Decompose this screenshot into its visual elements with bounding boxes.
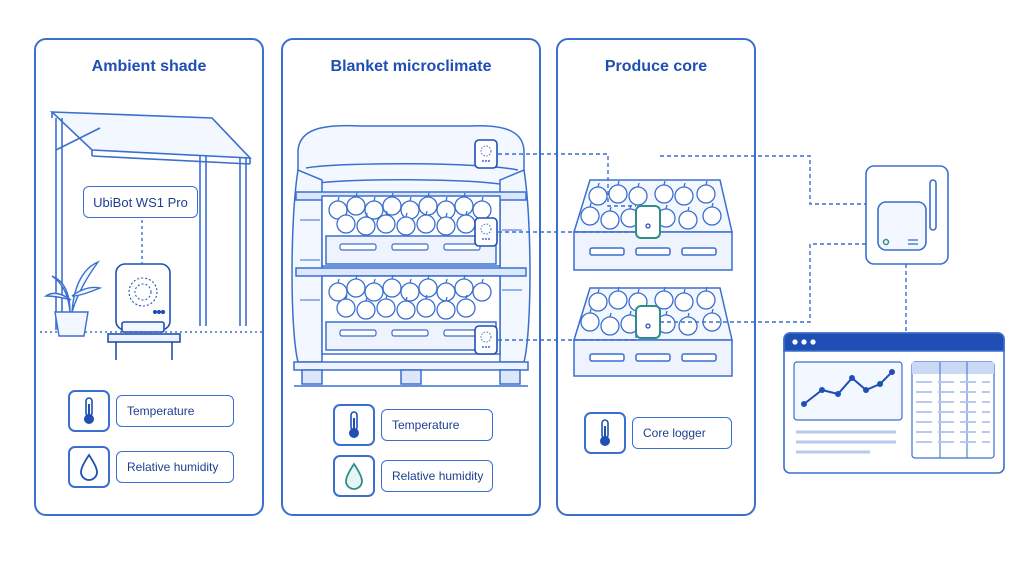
- crate-slots: [339, 243, 481, 337]
- device-label: UbiBot WS1 Pro: [83, 186, 198, 218]
- legend-ambient-humidity: Relative humidity: [68, 446, 234, 488]
- apples-upper-crate: [328, 192, 492, 236]
- dashboard-window: [783, 332, 1005, 474]
- droplet-icon: [68, 446, 110, 488]
- legend-label: Relative humidity: [381, 460, 493, 492]
- legend-blanket-temperature: Temperature: [333, 404, 493, 446]
- legend-label: Temperature: [116, 395, 234, 427]
- shade-canopy: [40, 111, 262, 333]
- blanket-sensor-bottom: [474, 325, 498, 355]
- legend-label: Core logger: [632, 417, 732, 449]
- panel-title-blanket: Blanket microclimate: [330, 58, 492, 75]
- legend-blanket-humidity: Relative humidity: [333, 455, 493, 497]
- thermometer-icon: [584, 412, 626, 454]
- thermometer-icon: [68, 390, 110, 432]
- legend-core-logger: Core logger: [584, 412, 732, 454]
- droplet-teal-icon: [333, 455, 375, 497]
- data-connections: [498, 153, 907, 341]
- blanket-sensor-middle: [474, 217, 498, 247]
- legend-ambient-temperature: Temperature: [68, 390, 234, 432]
- core-logger-bottom: [635, 305, 661, 339]
- thermometer-icon: [333, 404, 375, 446]
- core-logger-top: [635, 205, 661, 239]
- gateway-device: [865, 165, 949, 265]
- apples-lower-crate: [328, 274, 492, 320]
- panel-title-core: Produce core: [604, 58, 708, 75]
- ws1-station: [107, 263, 181, 360]
- panel-title-ambient: Ambient shade: [91, 58, 207, 75]
- blanket-sensor-top: [474, 139, 498, 169]
- potted-plant: [43, 260, 103, 337]
- legend-label: Relative humidity: [116, 451, 234, 483]
- legend-label: Temperature: [381, 409, 493, 441]
